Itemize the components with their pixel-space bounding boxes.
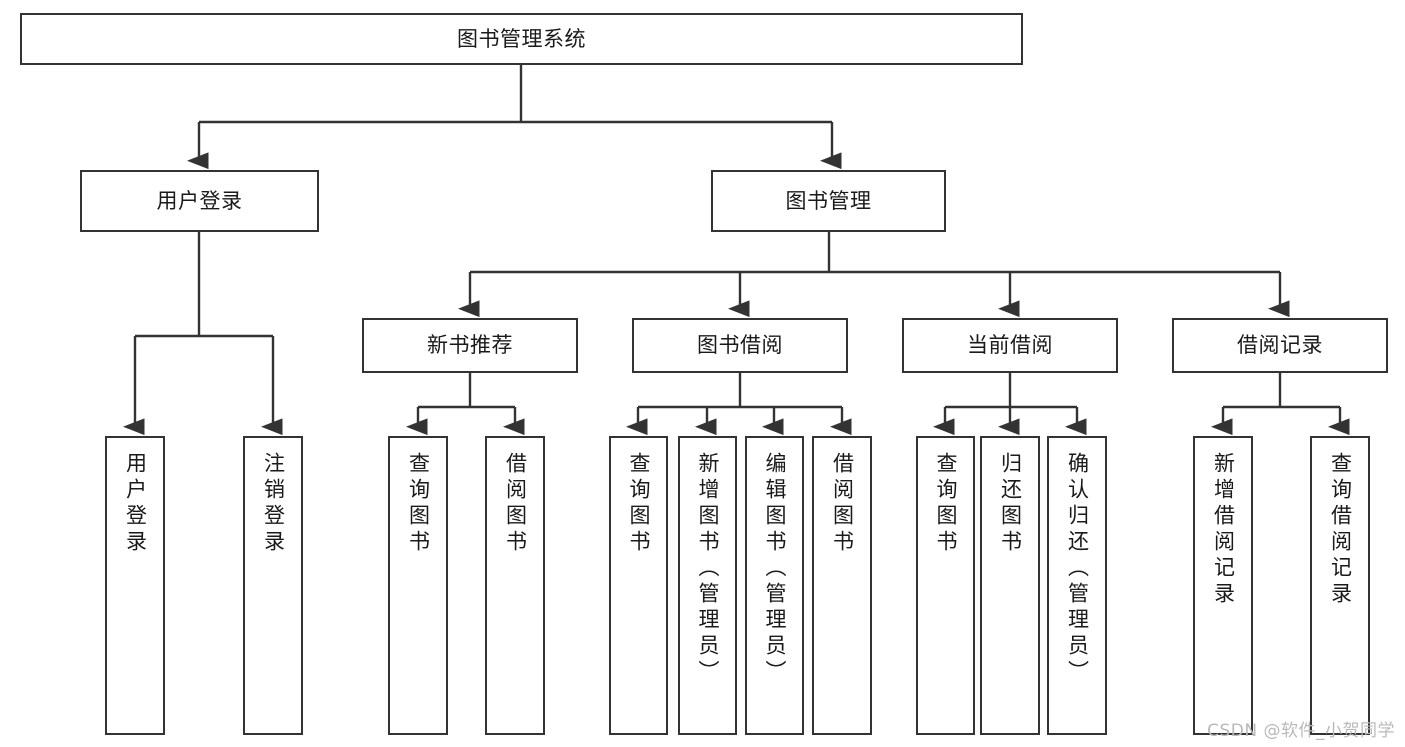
node-user-login-label: 用户登录 — [156, 188, 243, 213]
leaf-confirm-return-admin[interactable]: 确认归还（管理员） — [1047, 436, 1107, 735]
leaf-logout[interactable]: 注销登录 — [243, 436, 303, 735]
leaf-query-book-borrow[interactable]: 查询图书 — [609, 436, 668, 735]
leaf-return-book[interactable]: 归还图书 — [980, 436, 1040, 735]
leaf-user-login[interactable]: 用户登录 — [105, 436, 165, 735]
watermark: CSDN @软件_小贺同学 — [1207, 721, 1395, 741]
leaf-query-book-borrow-label: 查询图书 — [627, 452, 651, 556]
leaf-query-book-current-label: 查询图书 — [934, 452, 958, 556]
leaf-borrow-book-newbook-label: 借阅图书 — [503, 452, 528, 556]
node-borrow-record[interactable]: 借阅记录 — [1172, 318, 1388, 373]
leaf-return-book-label: 归还图书 — [998, 452, 1023, 556]
node-book-management-label: 图书管理 — [785, 188, 872, 213]
node-current-borrow[interactable]: 当前借阅 — [902, 318, 1118, 373]
leaf-query-book-current[interactable]: 查询图书 — [916, 436, 975, 735]
node-book-management[interactable]: 图书管理 — [711, 170, 946, 232]
leaf-add-book-admin-label: 新增图书（管理员） — [696, 452, 720, 686]
leaf-borrow-book-newbook[interactable]: 借阅图书 — [485, 436, 545, 735]
node-root-label: 图书管理系统 — [457, 26, 586, 51]
leaf-borrow-book-borrow-label: 借阅图书 — [830, 452, 855, 556]
node-current-borrow-label: 当前借阅 — [967, 333, 1053, 358]
node-user-login[interactable]: 用户登录 — [80, 170, 319, 232]
leaf-edit-book-admin[interactable]: 编辑图书（管理员） — [745, 436, 804, 735]
leaf-query-book-newbook-label: 查询图书 — [406, 452, 431, 556]
leaf-query-borrow-record[interactable]: 查询借阅记录 — [1310, 436, 1370, 735]
leaf-logout-label: 注销登录 — [261, 452, 286, 556]
leaf-borrow-book-borrow[interactable]: 借阅图书 — [812, 436, 872, 735]
leaf-add-borrow-record[interactable]: 新增借阅记录 — [1193, 436, 1253, 735]
leaf-user-login-label: 用户登录 — [123, 452, 148, 556]
node-borrow-record-label: 借阅记录 — [1237, 333, 1323, 358]
leaf-query-borrow-record-label: 查询借阅记录 — [1328, 452, 1353, 608]
leaf-add-book-admin[interactable]: 新增图书（管理员） — [678, 436, 737, 735]
leaf-query-book-newbook[interactable]: 查询图书 — [388, 436, 448, 735]
node-new-book-recommend[interactable]: 新书推荐 — [362, 318, 578, 373]
node-root[interactable]: 图书管理系统 — [20, 13, 1023, 65]
leaf-edit-book-admin-label: 编辑图书（管理员） — [763, 452, 787, 686]
node-new-book-recommend-label: 新书推荐 — [427, 333, 513, 358]
leaf-confirm-return-admin-label: 确认归还（管理员） — [1065, 452, 1090, 686]
node-book-borrow-label: 图书借阅 — [697, 333, 783, 358]
node-book-borrow[interactable]: 图书借阅 — [632, 318, 848, 373]
leaf-add-borrow-record-label: 新增借阅记录 — [1211, 452, 1236, 608]
